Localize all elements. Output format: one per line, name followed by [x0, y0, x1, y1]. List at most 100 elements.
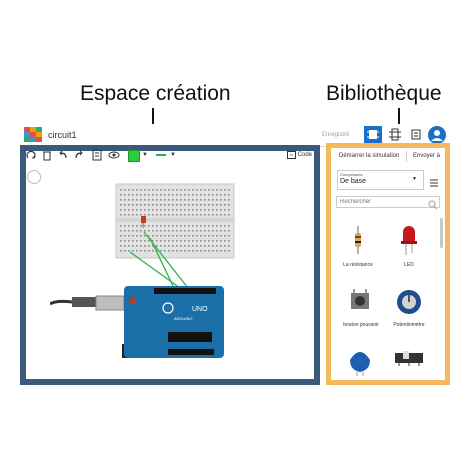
breadboard-hole: [136, 225, 138, 227]
breadboard-hole: [212, 245, 214, 247]
breadboard-hole: [208, 209, 210, 211]
breadboard-hole: [188, 225, 190, 227]
chip-icon: [367, 130, 379, 139]
breadboard-hole: [220, 230, 222, 232]
breadboard-hole: [180, 214, 182, 216]
breadboard-hole: [196, 250, 198, 252]
components-select[interactable]: [337, 170, 424, 190]
breadboard-hole: [224, 209, 226, 211]
color-picker-chevron-icon[interactable]: ▼: [142, 152, 148, 158]
breadboard-hole: [164, 194, 166, 196]
potentiometer-icon[interactable]: [396, 289, 422, 320]
breadboard-hole: [124, 235, 126, 237]
breadboard-hole: [156, 189, 158, 191]
user-avatar[interactable]: [428, 126, 446, 144]
list-view-icon[interactable]: [430, 174, 438, 187]
search-input[interactable]: [336, 196, 440, 208]
start-simulation-button[interactable]: Démarrer la simulation: [339, 153, 400, 159]
breadboard-hole: [120, 250, 122, 252]
breadboard-hole: [132, 214, 134, 216]
breadboard-hole: [176, 209, 178, 211]
circuit-canvas[interactable]: UNO ARDUINO: [50, 180, 250, 360]
breadboard-hole: [224, 194, 226, 196]
pushbutton-icon[interactable]: [350, 289, 370, 316]
usb-port: [95, 295, 125, 311]
breadboard-hole: [128, 204, 130, 206]
breadboard-hole: [172, 250, 174, 252]
wire-style-chevron-icon[interactable]: ▼: [170, 152, 176, 158]
rotate-icon[interactable]: [26, 149, 36, 161]
breadboard-hole: [160, 189, 162, 191]
breadboard-hole: [184, 235, 186, 237]
breadboard-hole: [132, 199, 134, 201]
schematic-view-button[interactable]: [386, 126, 404, 143]
search-icon[interactable]: [428, 197, 438, 215]
breadboard-hole: [188, 204, 190, 206]
breadboard-hole: [180, 209, 182, 211]
breadboard-hole: [136, 230, 138, 232]
breadboard-hole: [184, 230, 186, 232]
analog-header: [168, 349, 214, 355]
notes-icon[interactable]: [92, 149, 102, 161]
resistor-icon[interactable]: [351, 226, 365, 259]
code-button[interactable]: ▭ Code: [287, 151, 312, 159]
send-to-button[interactable]: Envoyer à: [413, 153, 441, 159]
breadboard-divider: [116, 218, 234, 222]
breadboard-hole: [208, 204, 210, 206]
color-picker[interactable]: [128, 150, 140, 162]
circuit-view-button[interactable]: [364, 126, 382, 143]
breadboard-hole: [180, 189, 182, 191]
slideswitch-icon[interactable]: [395, 350, 423, 371]
breadboard-hole: [160, 225, 162, 227]
breadboard-hole: [220, 240, 222, 242]
breadboard-hole: [188, 250, 190, 252]
breadboard-hole: [216, 235, 218, 237]
breadboard-hole: [132, 230, 134, 232]
breadboard-hole: [180, 240, 182, 242]
breadboard-hole: [132, 235, 134, 237]
breadboard-hole: [212, 230, 214, 232]
breadboard-hole: [188, 189, 190, 191]
breadboard-hole: [192, 194, 194, 196]
breadboard-hole: [196, 204, 198, 206]
breadboard-hole: [180, 235, 182, 237]
breadboard-hole: [196, 209, 198, 211]
circuit-title[interactable]: circuit1: [48, 130, 77, 140]
breadboard-hole: [156, 240, 158, 242]
breadboard-hole: [208, 245, 210, 247]
breadboard-hole: [228, 214, 230, 216]
breadboard-hole: [200, 199, 202, 201]
breadboard-hole: [144, 189, 146, 191]
capacitor-icon[interactable]: [347, 346, 373, 381]
logo-tile: [24, 127, 30, 132]
zoom-fit-icon[interactable]: [27, 170, 41, 184]
breadboard-hole: [204, 250, 206, 252]
breadboard-hole: [164, 240, 166, 242]
breadboard-hole: [168, 235, 170, 237]
breadboard-hole: [120, 245, 122, 247]
breadboard-hole: [124, 209, 126, 211]
led-icon[interactable]: [400, 225, 418, 260]
library-scrollbar[interactable]: [440, 218, 443, 248]
view-icon[interactable]: [108, 149, 120, 161]
breadboard-hole: [128, 214, 130, 216]
breadboard-hole: [220, 209, 222, 211]
led-label: LED: [404, 262, 414, 268]
breadboard-hole: [192, 250, 194, 252]
undo-icon[interactable]: [58, 149, 68, 161]
component-list-button[interactable]: [407, 126, 425, 143]
wire-style[interactable]: [156, 154, 166, 156]
breadboard-hole: [140, 225, 142, 227]
tinkercad-logo[interactable]: [24, 127, 42, 142]
breadboard-hole: [228, 250, 230, 252]
breadboard-hole: [200, 245, 202, 247]
breadboard-hole: [144, 225, 146, 227]
delete-icon[interactable]: [42, 149, 52, 161]
breadboard-hole: [228, 199, 230, 201]
breadboard-hole: [164, 250, 166, 252]
breadboard-hole: [136, 250, 138, 252]
breadboard-hole: [216, 194, 218, 196]
logo-tile: [36, 132, 42, 137]
redo-icon[interactable]: [74, 149, 84, 161]
breadboard-hole: [196, 194, 198, 196]
